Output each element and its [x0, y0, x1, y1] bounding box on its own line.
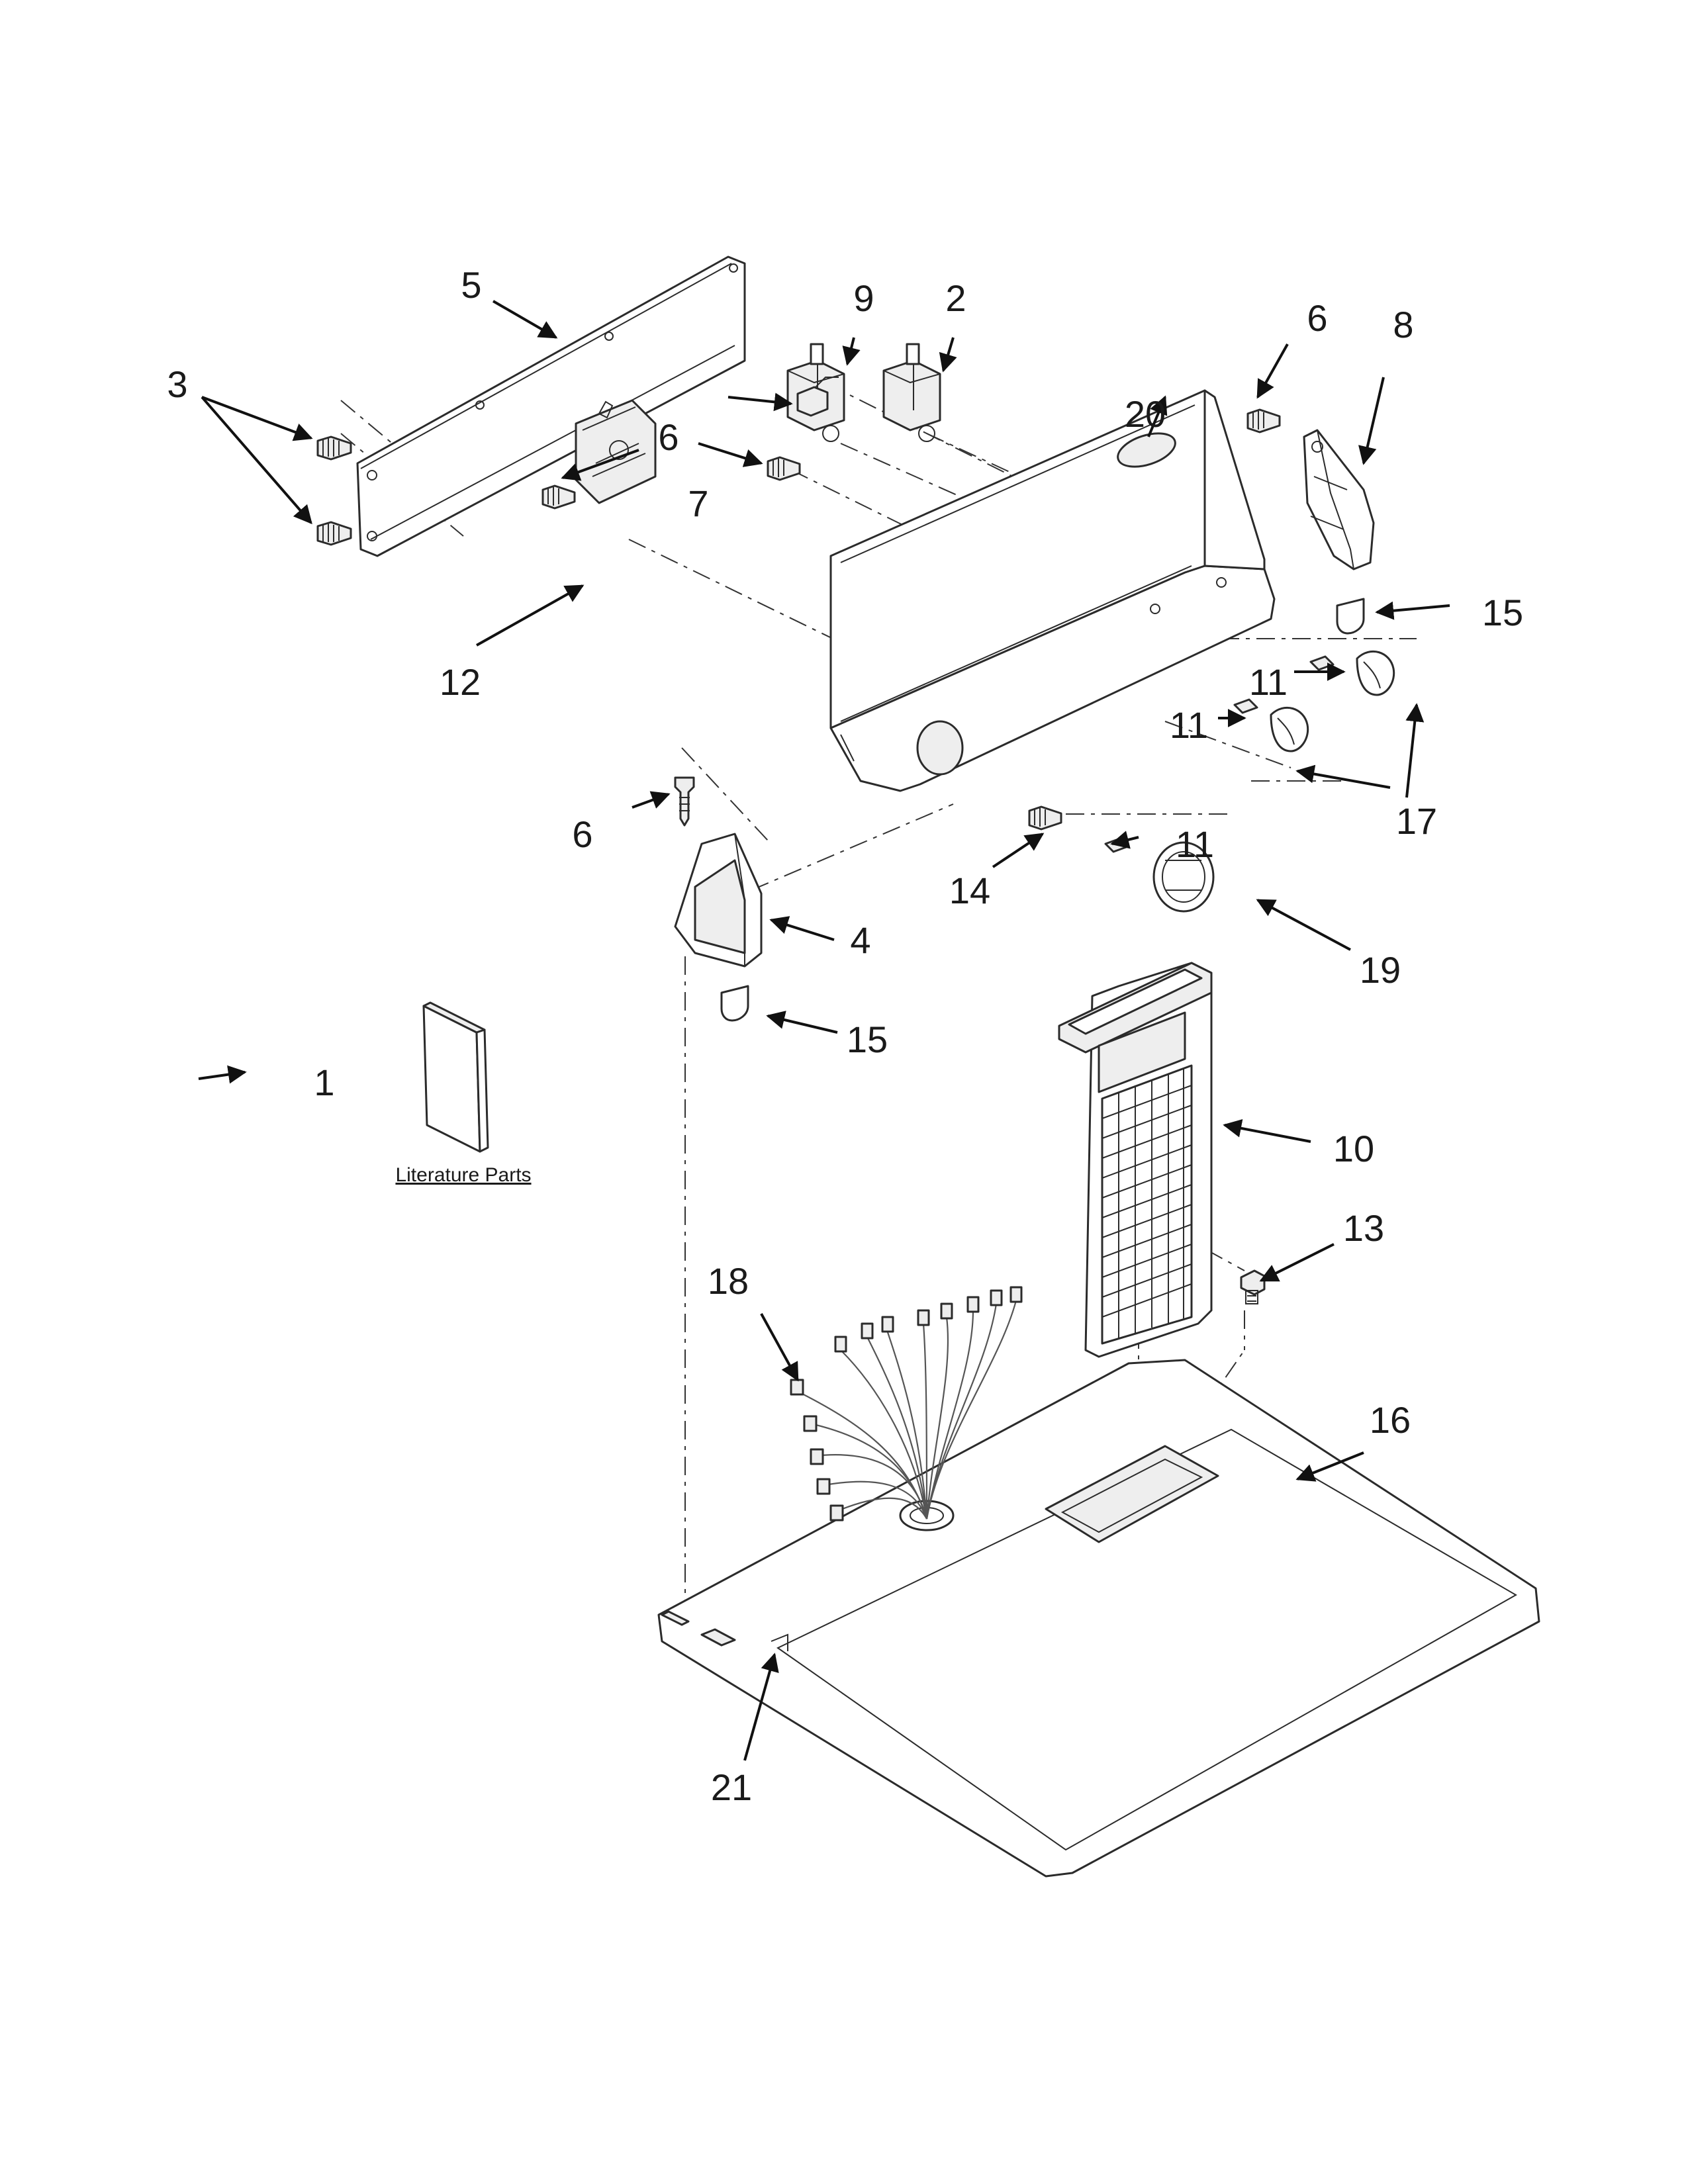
callout-6-upper-right: 6 [1307, 297, 1327, 339]
callout-18: 18 [708, 1260, 749, 1302]
part-15-clip-upper [1336, 598, 1365, 635]
callout-12: 12 [440, 661, 481, 703]
callout-10: 10 [1333, 1128, 1374, 1169]
leader-lines [198, 300, 1450, 1761]
part-13-screw [1240, 1269, 1266, 1304]
callout-14: 14 [949, 870, 990, 911]
lint-screen-mesh [1102, 1068, 1192, 1338]
callout-6-upper-left: 6 [658, 416, 679, 458]
wire-connectors [790, 1286, 1023, 1522]
part-18-wire-harness [790, 1286, 1023, 1522]
part-19-knob [1152, 841, 1215, 913]
part-15-clip-lower [720, 985, 749, 1022]
part-6-screw-c [1246, 408, 1281, 433]
part-7-indicator [796, 377, 839, 417]
callout-labels: 1 2 3 4 5 6 6 6 7 8 9 10 11 11 11 12 13 … [167, 264, 1523, 1808]
callout-20: 20 [1125, 393, 1166, 435]
part-2-switch [882, 343, 941, 442]
callout-4: 4 [850, 919, 870, 961]
part-6-screw-a [541, 484, 576, 510]
callout-9: 9 [853, 277, 874, 319]
callout-3: 3 [167, 363, 187, 405]
callout-2: 2 [945, 277, 966, 319]
callout-11-middle: 11 [1170, 704, 1208, 746]
callout-17: 17 [1396, 800, 1437, 842]
part-8-end-cap [1303, 429, 1375, 570]
part-4-end-cap [674, 833, 763, 968]
part-17-knob-upper [1356, 650, 1395, 696]
callout-15-upper: 15 [1482, 592, 1523, 633]
callout-21: 21 [711, 1766, 752, 1808]
callout-11-lower: 11 [1176, 823, 1214, 865]
part-1-literature [422, 1001, 489, 1153]
part-6-screw-b [767, 456, 801, 481]
part-14-screw [1028, 805, 1062, 831]
callout-5: 5 [461, 264, 481, 306]
part-17-knob-lower [1270, 706, 1309, 752]
part-3-screw-upper [316, 435, 352, 461]
part-10-lint-screen [1058, 962, 1213, 1358]
callout-19: 19 [1360, 949, 1401, 991]
part-6-screw-d [674, 776, 695, 827]
callout-6-left: 6 [572, 813, 592, 855]
part-11-plug-a [1309, 655, 1335, 671]
callout-15-lower: 15 [847, 1019, 888, 1060]
literature-parts-label: Literature Parts [395, 1164, 531, 1186]
callout-1: 1 [314, 1062, 334, 1103]
callout-7: 7 [688, 482, 708, 524]
callout-16: 16 [1370, 1399, 1411, 1441]
part-20-console [829, 389, 1276, 792]
part-5-console-back-bracket [356, 255, 746, 557]
callout-11-upper: 11 [1249, 661, 1288, 703]
callout-13: 13 [1343, 1207, 1384, 1249]
callout-8: 8 [1393, 304, 1413, 345]
part-3-screw-lower [316, 521, 352, 546]
